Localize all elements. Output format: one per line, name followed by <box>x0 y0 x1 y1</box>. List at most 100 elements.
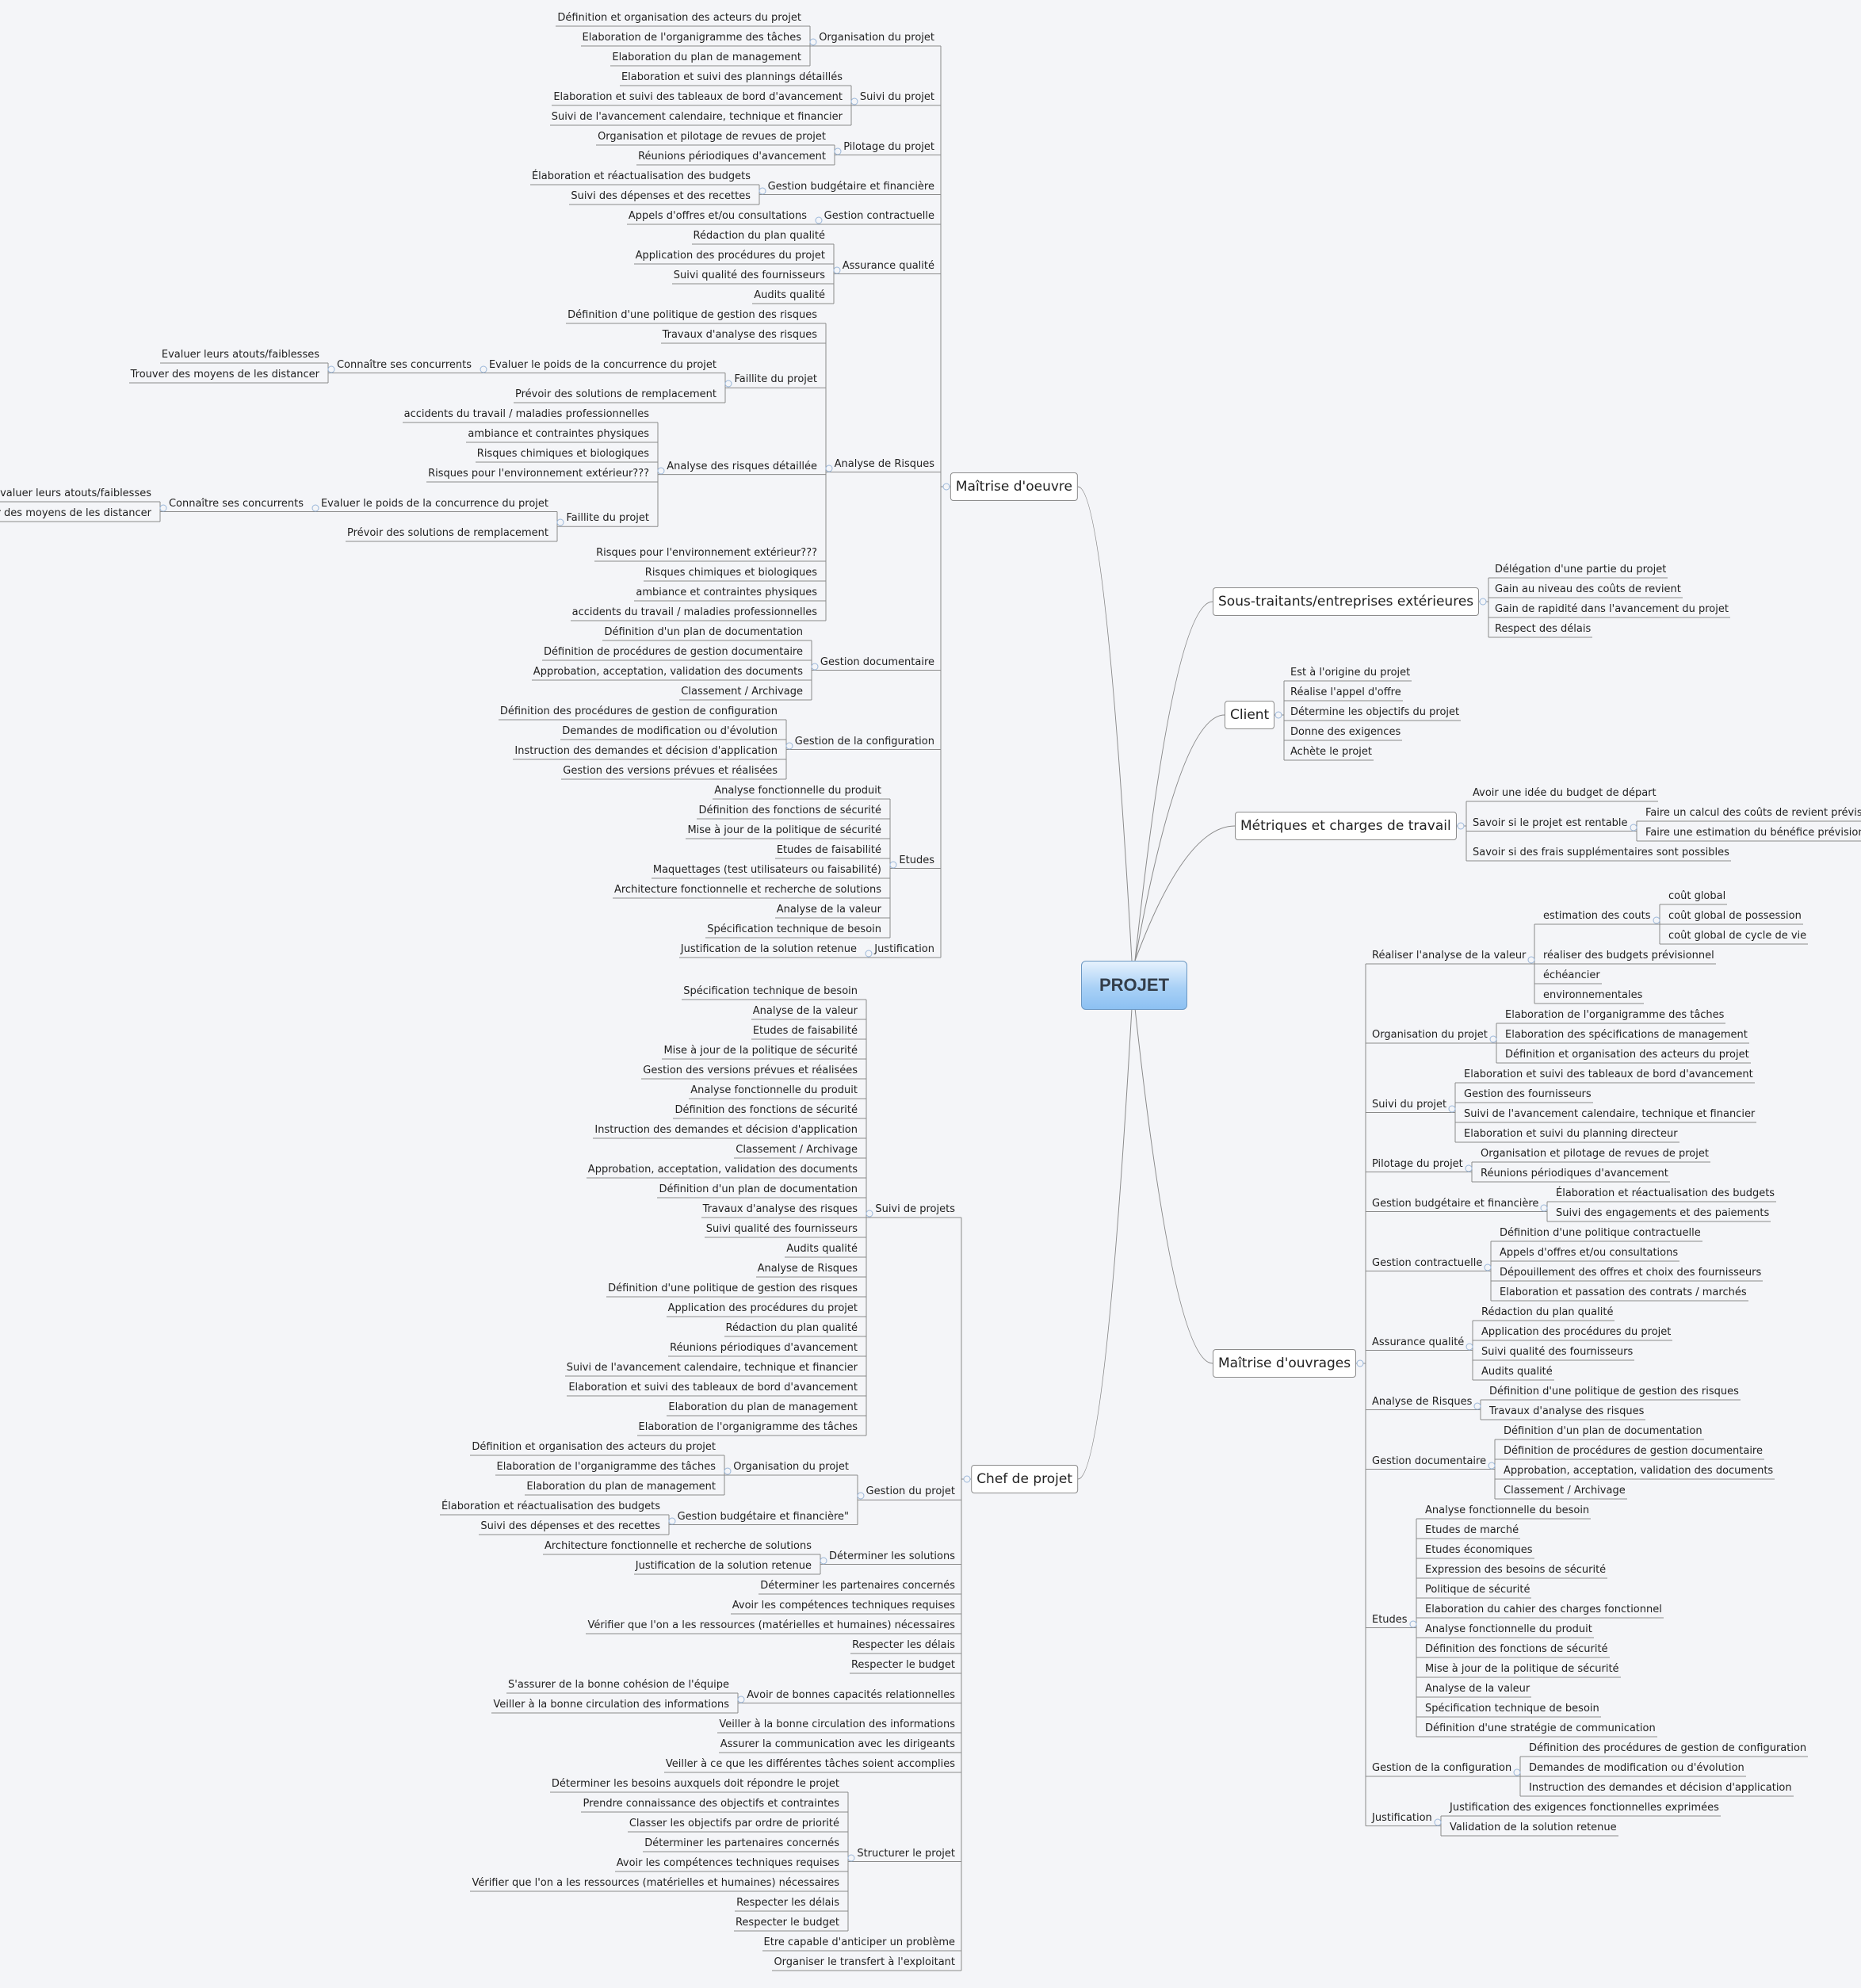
node-suivi-des-depenses-et-des-recettes[interactable]: Suivi des dépenses et des recettes <box>480 1520 660 1532</box>
node-elaboration-des-specifications-de-manage[interactable]: Elaboration des spécifications de manage… <box>1505 1029 1748 1041</box>
node-elaboration-et-suivi-des-tableaux-de-bor[interactable]: Elaboration et suivi des tableaux de bor… <box>1464 1069 1753 1080</box>
node-evaluer-leurs-atouts-faiblesses[interactable]: Evaluer leurs atouts/faiblesses <box>161 349 319 361</box>
node-donne-des-exigences[interactable]: Donne des exigences <box>1290 726 1401 738</box>
node-analyse-de-la-valeur[interactable]: Analyse de la valeur <box>1425 1683 1530 1695</box>
node-echeancier[interactable]: échéancier <box>1543 969 1600 981</box>
collapse-toggle-icon[interactable] <box>815 216 823 224</box>
node-gestion-des-versions-prevues-et-realisee[interactable]: Gestion des versions prévues et réalisée… <box>643 1065 858 1076</box>
collapse-toggle-icon[interactable] <box>724 380 732 388</box>
node-classement-archivage[interactable]: Classement / Archivage <box>736 1144 858 1156</box>
node-gestion-contractuelle[interactable]: Gestion contractuelle <box>1372 1256 1483 1269</box>
collapse-toggle-icon[interactable] <box>865 950 873 958</box>
node-avoir-une-idee-du-budget-de-depart[interactable]: Avoir une idée du budget de départ <box>1473 787 1657 799</box>
node-specification-technique-de-besoin[interactable]: Spécification technique de besoin <box>707 923 881 935</box>
node-pilotage-du-projet[interactable]: Pilotage du projet <box>1372 1157 1463 1170</box>
node-classement-archivage[interactable]: Classement / Archivage <box>681 686 803 698</box>
node-suivi-de-projets[interactable]: Suivi de projets <box>875 1203 955 1215</box>
collapse-toggle-icon[interactable] <box>857 1492 865 1500</box>
node-gestion-documentaire[interactable]: Gestion documentaire <box>1372 1455 1487 1467</box>
collapse-toggle-icon[interactable] <box>1630 824 1637 831</box>
node-avoir-les-competences-techniques-requise[interactable]: Avoir les compétences techniques requise… <box>616 1857 839 1869</box>
node-definition-d-une-politique-de-gestion-de[interactable]: Définition d'une politique de gestion de… <box>567 309 817 321</box>
node-gestion-documentaire[interactable]: Gestion documentaire <box>820 656 934 668</box>
node-analyse-de-la-valeur[interactable]: Analyse de la valeur <box>776 904 881 916</box>
collapse-toggle-icon[interactable] <box>327 365 335 373</box>
node-elaboration-du-plan-de-management[interactable]: Elaboration du plan de management <box>668 1401 858 1413</box>
node-analyse-de-la-valeur[interactable]: Analyse de la valeur <box>752 1005 858 1017</box>
node-definition-d-une-politique-de-gestion-de[interactable]: Définition d'une politique de gestion de… <box>608 1283 858 1294</box>
node-definition-des-procedures-de-gestion-de-[interactable]: Définition des procédures de gestion de … <box>499 705 778 717</box>
node-analyse-fonctionnelle-du-produit[interactable]: Analyse fonctionnelle du produit <box>1425 1623 1592 1635</box>
node-definition-des-procedures-de-gestion-de-[interactable]: Définition des procédures de gestion de … <box>1529 1742 1807 1754</box>
collapse-toggle-icon[interactable] <box>668 1517 676 1524</box>
node-accidents-du-travail-maladies-profession[interactable]: accidents du travail / maladies professi… <box>403 408 649 420</box>
collapse-toggle-icon[interactable] <box>1457 822 1465 830</box>
collapse-toggle-icon[interactable] <box>1448 1105 1456 1112</box>
node-classer-les-objectifs-par-ordre-de-prior[interactable]: Classer les objectifs par ordre de prior… <box>629 1818 839 1829</box>
node-respecter-les-delais[interactable]: Respecter les délais <box>852 1639 955 1651</box>
node-architecture-fonctionnelle-et-recherche-[interactable]: Architecture fonctionnelle et recherche … <box>544 1540 812 1552</box>
node-prevoir-des-solutions-de-remplacement[interactable]: Prévoir des solutions de remplacement <box>514 388 717 400</box>
node-approbation-acceptation-validation-des-d[interactable]: Approbation, acceptation, validation des… <box>533 666 803 678</box>
collapse-toggle-icon[interactable] <box>809 38 817 46</box>
node-reunions-periodiques-d-avancement[interactable]: Réunions périodiques d'avancement <box>670 1342 858 1354</box>
node-organisation-du-projet[interactable]: Organisation du projet <box>733 1461 849 1473</box>
node-architecture-fonctionnelle-et-recherche-[interactable]: Architecture fonctionnelle et recherche … <box>613 884 881 896</box>
node-organiser-le-transfert-a-l-exploitant[interactable]: Organiser le transfert à l'exploitant <box>774 1956 955 1968</box>
collapse-toggle-icon[interactable] <box>1484 1264 1492 1271</box>
node-gestion-de-la-configuration[interactable]: Gestion de la configuration <box>1372 1762 1512 1774</box>
node-elaboration-de-l-organigramme-des-taches[interactable]: Elaboration de l'organigramme des tâches <box>638 1421 858 1433</box>
node-evaluer-le-poids-de-la-concurrence-du-pr[interactable]: Evaluer le poids de la concurrence du pr… <box>488 358 717 371</box>
node-assurer-la-communication-avec-les-dirige[interactable]: Assurer la communication avec les dirige… <box>720 1738 955 1750</box>
node-respect-des-delais[interactable]: Respect des délais <box>1495 623 1592 635</box>
node-determiner-les-besoins-auxquels-doit-rep[interactable]: Déterminer les besoins auxquels doit rép… <box>551 1778 839 1790</box>
node-suivi-de-l-avancement-calendaire-techniq[interactable]: Suivi de l'avancement calendaire, techni… <box>551 111 843 123</box>
collapse-toggle-icon[interactable] <box>480 365 487 373</box>
main-topic-maitrise-d-oeuvre[interactable]: Maîtrise d'oeuvre <box>950 472 1078 501</box>
node-evaluer-leurs-atouts-faiblesses[interactable]: Evaluer leurs atouts/faiblesses <box>0 487 151 499</box>
node-definition-d-une-strategie-de-communicat[interactable]: Définition d'une stratégie de communicat… <box>1425 1722 1656 1734</box>
node-definition-de-procedures-de-gestion-docu[interactable]: Définition de procédures de gestion docu… <box>544 646 803 658</box>
node-determiner-les-solutions[interactable]: Déterminer les solutions <box>829 1550 955 1562</box>
node-prendre-connaissance-des-objectifs-et-co[interactable]: Prendre connaissance des objectifs et co… <box>583 1798 839 1810</box>
node-etudes-de-faisabilite[interactable]: Etudes de faisabilité <box>776 844 881 856</box>
collapse-toggle-icon[interactable] <box>1465 1164 1473 1172</box>
node-gain-au-niveau-des-couts-de-revient[interactable]: Gain au niveau des coûts de revient <box>1495 583 1681 595</box>
node-specification-technique-de-besoin[interactable]: Spécification technique de besoin <box>683 985 858 997</box>
node-elaboration-et-suivi-du-planning-directe[interactable]: Elaboration et suivi du planning directe… <box>1464 1128 1678 1140</box>
collapse-toggle-icon[interactable] <box>850 97 858 105</box>
node-determiner-les-partenaires-concernes[interactable]: Déterminer les partenaires concernés <box>760 1580 955 1592</box>
node-analyse-fonctionnelle-du-produit[interactable]: Analyse fonctionnelle du produit <box>714 785 881 797</box>
node-etudes[interactable]: Etudes <box>899 854 934 866</box>
collapse-toggle-icon[interactable] <box>1653 916 1660 924</box>
node-s-assurer-de-la-bonne-cohesion-de-l-equi[interactable]: S'assurer de la bonne cohésion de l'équi… <box>508 1679 729 1691</box>
collapse-toggle-icon[interactable] <box>825 465 833 472</box>
node-justification-de-la-solution-retenue[interactable]: Justification de la solution retenue <box>680 943 857 955</box>
node-approbation-acceptation-validation-des-d[interactable]: Approbation, acceptation, validation des… <box>1504 1465 1774 1477</box>
node-definition-d-un-plan-de-documentation[interactable]: Définition d'un plan de documentation <box>604 626 803 638</box>
node-etudes[interactable]: Etudes <box>1372 1613 1408 1626</box>
node-redaction-du-plan-qualite[interactable]: Rédaction du plan qualité <box>1481 1306 1614 1318</box>
node-trouver-des-moyens-de-les-distancer[interactable]: Trouver des moyens de les distancer <box>130 369 319 380</box>
collapse-toggle-icon[interactable] <box>963 1475 971 1483</box>
node-elaboration-du-plan-de-management[interactable]: Elaboration du plan de management <box>612 52 801 63</box>
node-demandes-de-modification-ou-d-evolution[interactable]: Demandes de modification ou d'évolution <box>1529 1762 1744 1774</box>
node-mise-a-jour-de-la-politique-de-securite[interactable]: Mise à jour de la politique de sécurité <box>1425 1663 1619 1675</box>
node-elaboration-et-suivi-des-tableaux-de-bor[interactable]: Elaboration et suivi des tableaux de bor… <box>568 1382 858 1394</box>
collapse-toggle-icon[interactable] <box>1274 711 1282 719</box>
node-suivi-qualite-des-fournisseurs[interactable]: Suivi qualité des fournisseurs <box>1481 1346 1634 1358</box>
node-suivi-des-engagements-et-des-paiements[interactable]: Suivi des engagements et des paiements <box>1556 1207 1770 1219</box>
collapse-toggle-icon[interactable] <box>1479 598 1487 606</box>
node-determiner-les-partenaires-concernes[interactable]: Déterminer les partenaires concernés <box>644 1837 839 1849</box>
collapse-toggle-icon[interactable] <box>311 504 319 511</box>
collapse-toggle-icon[interactable] <box>737 1696 745 1703</box>
collapse-toggle-icon[interactable] <box>159 504 167 511</box>
collapse-toggle-icon[interactable] <box>1409 1620 1417 1627</box>
node-etudes-de-faisabilite[interactable]: Etudes de faisabilité <box>752 1025 858 1037</box>
collapse-toggle-icon[interactable] <box>1527 956 1535 964</box>
node-assurance-qualite[interactable]: Assurance qualité <box>1372 1336 1465 1348</box>
node-suivi-de-l-avancement-calendaire-techniq[interactable]: Suivi de l'avancement calendaire, techni… <box>566 1362 858 1374</box>
node-avoir-les-competences-techniques-requise[interactable]: Avoir les compétences techniques requise… <box>732 1600 955 1611</box>
node-elaboration-et-passation-des-contrats-ma[interactable]: Elaboration et passation des contrats / … <box>1500 1286 1747 1298</box>
node-realiser-l-analyse-de-la-valeur[interactable]: Réaliser l'analyse de la valeur <box>1372 950 1527 962</box>
